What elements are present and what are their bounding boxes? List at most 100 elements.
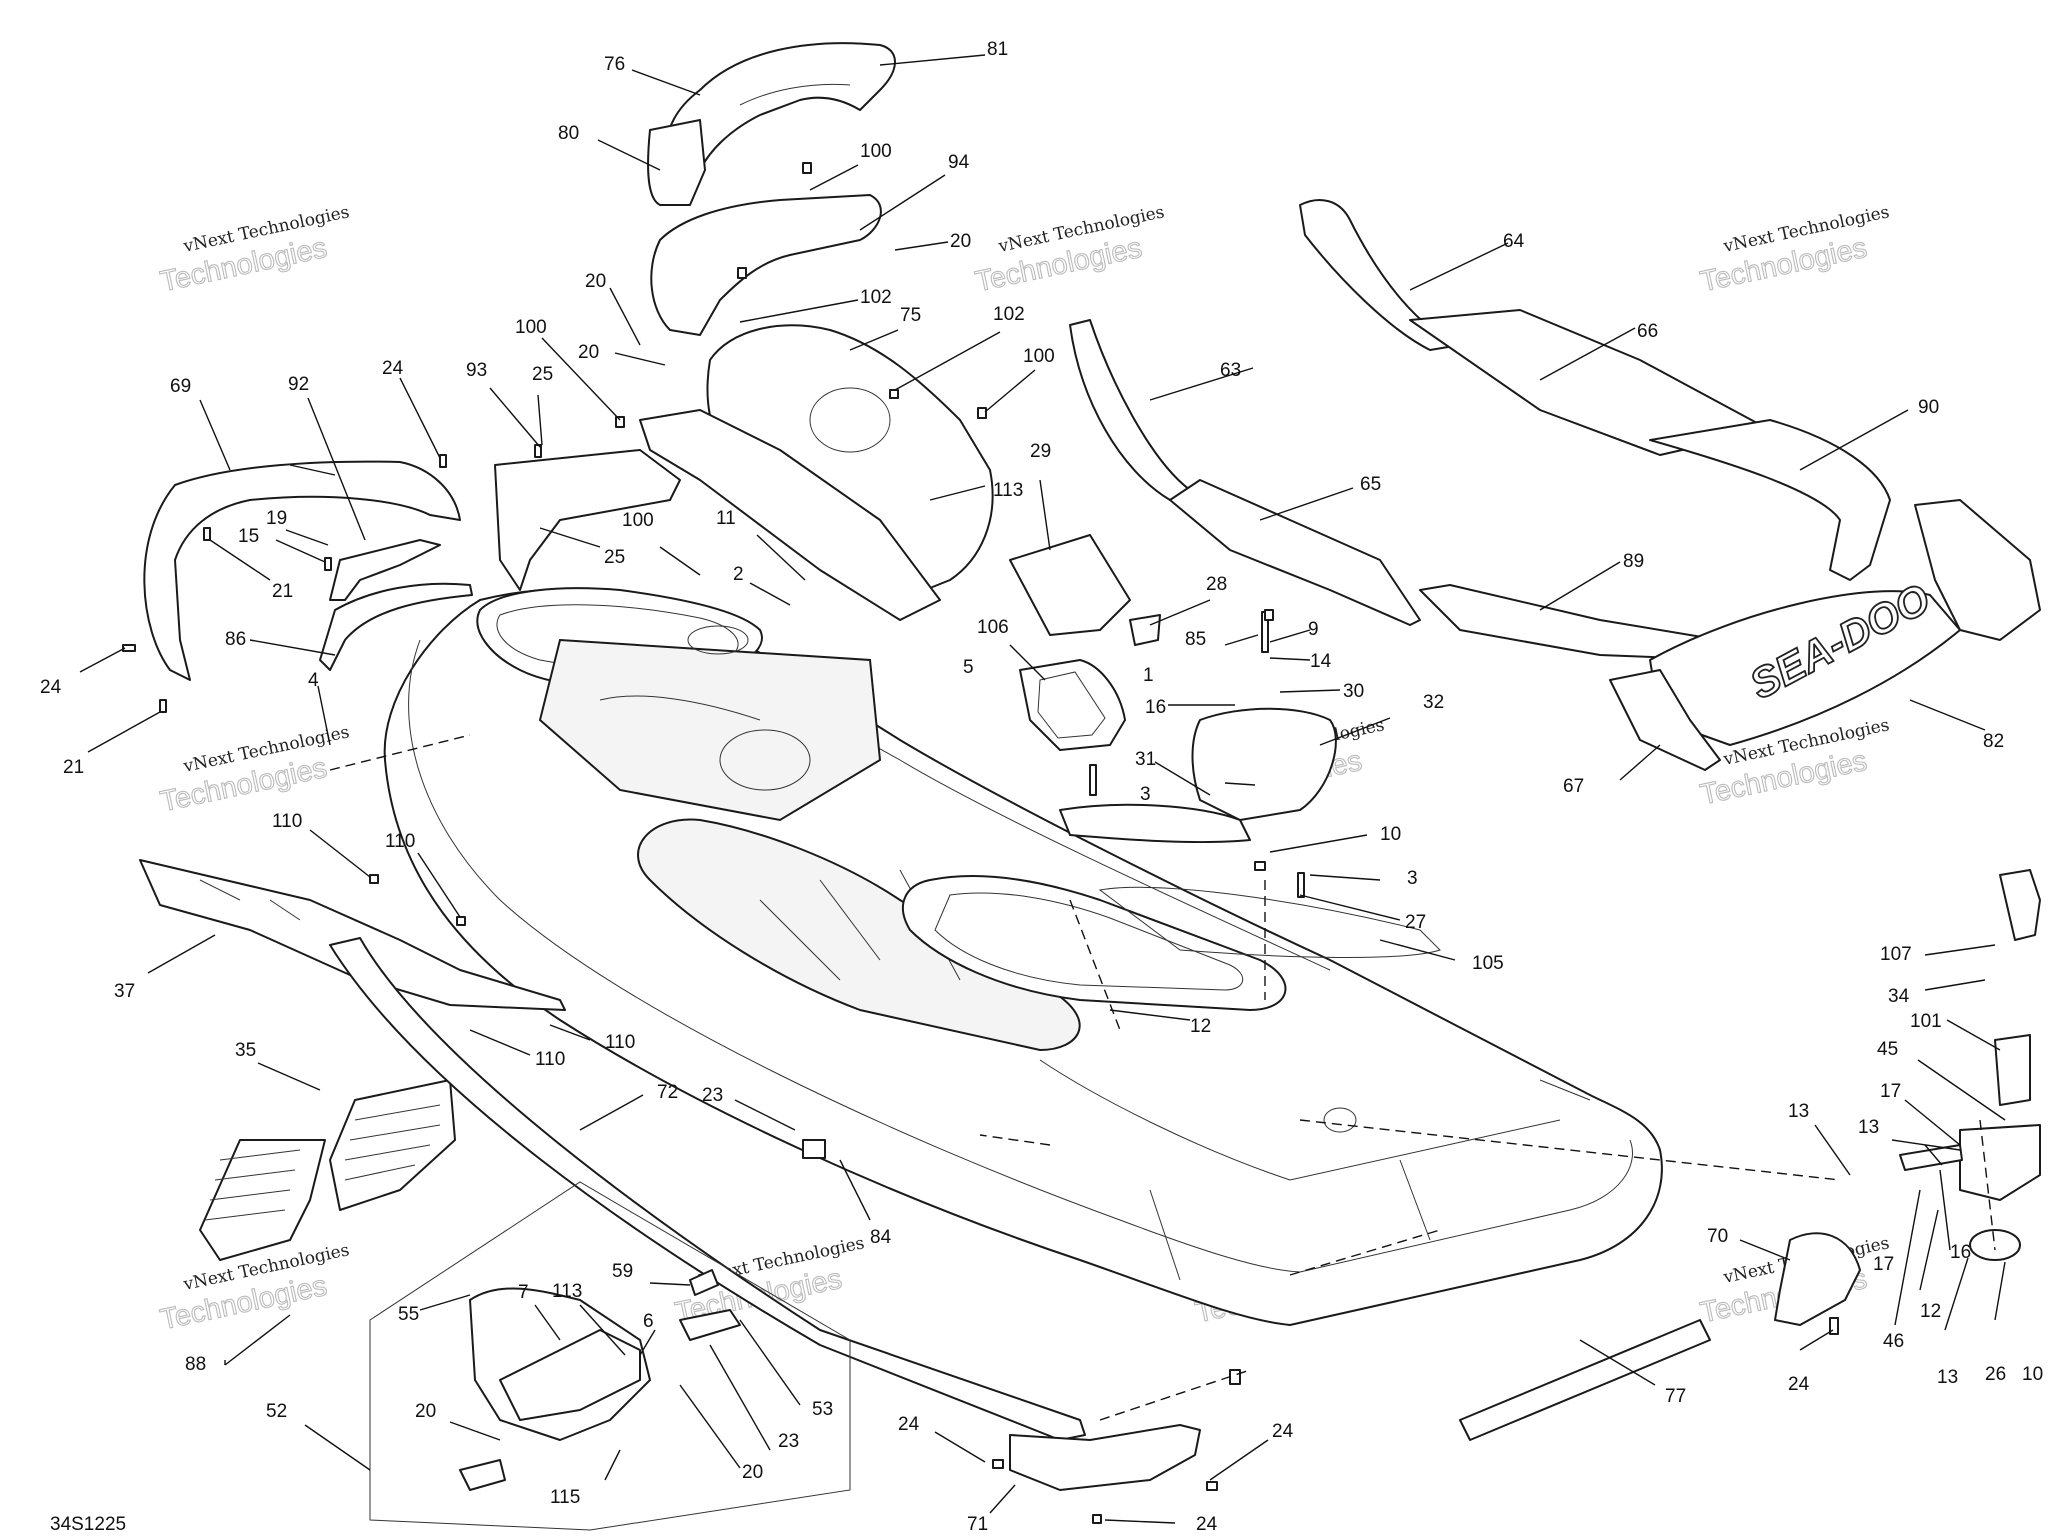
trim-92 [329,539,441,601]
callout-89: 89 [1623,551,1644,572]
callout-20: 20 [950,231,971,252]
callout-102: 102 [993,304,1025,325]
callout-24: 24 [40,677,62,698]
callout-24: 24 [1788,1374,1810,1395]
callout-86: 86 [225,629,246,650]
side-panel-93 [494,449,681,591]
callout-12: 12 [1190,1016,1211,1037]
callout-21: 21 [63,757,84,778]
callout-72: 72 [657,1082,678,1103]
vent-88b [329,1079,456,1211]
callout-71: 71 [967,1514,988,1535]
callout-23: 23 [778,1431,799,1452]
callout-90: 90 [1918,397,1939,418]
callout-5: 5 [963,657,974,678]
callout-69: 69 [170,376,191,397]
callout-84: 84 [870,1227,892,1248]
parts: SEA-DOO [139,42,2041,1531]
callout-32: 32 [1423,692,1444,713]
callout-63: 63 [1220,360,1241,381]
callout-37: 37 [114,981,135,1002]
mat-90 [1649,419,1891,581]
callout-93: 93 [466,360,487,381]
callout-1: 1 [1143,665,1154,686]
callout-16: 16 [1145,697,1166,718]
callout-100: 100 [515,317,547,338]
callout-110: 110 [272,811,302,832]
callout-labels: 76 81 80 100 94 20 20 102 75 102 20 100 … [40,39,2043,1535]
callout-88: 88 [185,1354,206,1375]
callout-20: 20 [585,271,606,292]
callout-100: 100 [622,510,654,531]
rear-corner-71 [1009,1424,1201,1491]
callout-24: 24 [1196,1514,1218,1535]
hull-deck [383,587,1663,1326]
callout-101: 101 [1910,1011,1942,1032]
callout-4: 4 [308,670,319,691]
callout-81: 81 [987,39,1008,60]
side-skirt-37 [139,859,566,1011]
seal-105 [1098,886,1441,958]
callout-21: 21 [272,581,293,602]
callout-75: 75 [900,305,921,326]
fasteners [122,162,1839,1524]
callout-13: 13 [1788,1101,1809,1122]
callout-13: 13 [1858,1117,1879,1138]
diagram-code: 34S1225 [50,1514,126,1535]
callout-67: 67 [1563,776,1584,797]
callout-110: 110 [535,1049,565,1070]
callout-24: 24 [382,358,404,379]
callout-46: 46 [1883,1331,1904,1352]
callout-107: 107 [1880,944,1912,965]
callout-105: 105 [1472,953,1504,974]
callout-45: 45 [1877,1039,1898,1060]
callout-115: 115 [550,1487,580,1508]
callout-17: 17 [1873,1254,1894,1275]
callout-65: 65 [1360,474,1381,495]
callout-110: 110 [605,1032,635,1053]
rear-corner-70 [1774,1232,1861,1326]
callout-106: 106 [977,617,1009,638]
callout-17: 17 [1880,1081,1901,1102]
callout-85: 85 [1185,629,1206,650]
callout-7: 7 [518,1282,529,1303]
callout-25: 25 [604,547,625,568]
glovebox-door-29 [1009,534,1131,636]
callout-10: 10 [2022,1364,2043,1385]
gasket-106 [1019,659,1126,751]
callout-70: 70 [1707,1226,1728,1247]
visor-80 [647,119,706,206]
callout-80: 80 [558,123,579,144]
callout-13: 13 [1937,1367,1958,1388]
callout-15: 15 [238,526,259,547]
mat-65 [1169,479,1421,626]
callout-10: 10 [1380,824,1401,845]
callout-3: 3 [1407,868,1418,889]
vent-88a [199,1139,326,1261]
callout-2: 2 [733,564,744,585]
callout-30: 30 [1343,681,1364,702]
callout-16: 16 [1950,1242,1971,1263]
callout-64: 64 [1503,231,1525,252]
callout-113: 113 [552,1281,582,1302]
callout-20: 20 [742,1462,763,1483]
reverse-assembly [1899,869,2041,1261]
callout-28: 28 [1206,574,1227,595]
callout-11: 11 [716,508,736,529]
callout-100: 100 [860,141,892,162]
inset-box-52 [369,1181,851,1531]
callout-25: 25 [532,364,553,385]
callout-20: 20 [415,1401,436,1422]
rub-rail-77 [1459,1319,1711,1441]
callout-35: 35 [235,1040,256,1061]
callout-59: 59 [612,1261,633,1282]
callout-24: 24 [1272,1421,1294,1442]
mat-67 [1609,669,1721,771]
callout-9: 9 [1308,619,1319,640]
callout-76: 76 [604,54,625,75]
callout-53: 53 [812,1399,833,1420]
leader-lines [79,54,2006,1524]
callout-6: 6 [643,1311,654,1332]
gauge-housing-94 [650,194,882,336]
